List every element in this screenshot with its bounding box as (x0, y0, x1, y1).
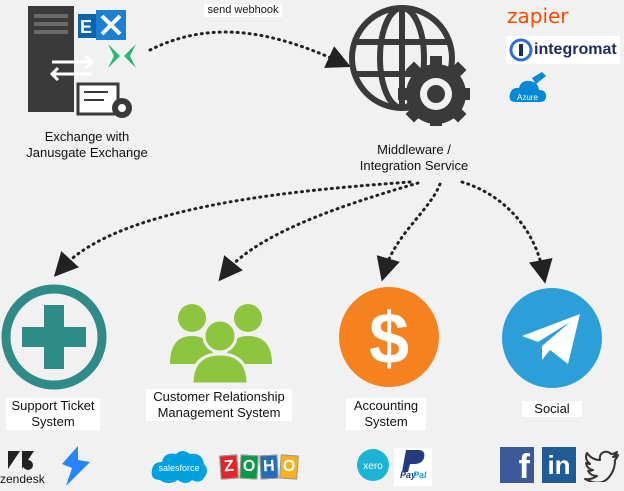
xero-text: xero (363, 461, 383, 472)
facebook-icon: f (518, 448, 530, 483)
exchange-label-line2: Janusgate Exchange (26, 145, 148, 160)
arrow-to-support (53, 180, 412, 277)
social-label: Social (522, 401, 582, 417)
zoho-letter-o2: O (279, 454, 299, 480)
accounting-label-line1: Accounting (353, 398, 419, 413)
middleware-label: Middleware / Integration Service (342, 142, 486, 174)
crm-label: Customer Relationship Management System (146, 389, 292, 421)
azure-cloud-icon (509, 80, 546, 102)
arrow-to-social (460, 180, 553, 284)
webhook-label: send webhook (204, 4, 282, 17)
exchange-label: Exchange with Janusgate Exchange (12, 129, 162, 161)
gear-icon (398, 56, 470, 126)
integromat-icon (509, 38, 533, 62)
accounting-label: Accounting System (346, 398, 426, 430)
support-label-line2: System (31, 414, 75, 429)
jira-logo (62, 446, 90, 486)
middleware-globe-graphic (346, 2, 470, 126)
zoho-logo: Z O H O (219, 454, 299, 480)
medical-cross-icon (22, 305, 86, 369)
support-label-line1: Support Ticket (11, 398, 95, 413)
twitter-bird-icon (584, 450, 619, 482)
salesforce-text: salesforce (158, 463, 199, 473)
crm-label-line2: Management System (157, 405, 281, 420)
integromat-text: integromat (534, 41, 617, 58)
linkedin-icon: in (547, 450, 571, 480)
paypal-text-pay: Pay (400, 470, 417, 480)
integromat-logo: integromat (506, 36, 620, 64)
social-icon (502, 288, 602, 388)
social-label-line1: Social (534, 401, 570, 416)
webhook-arrow (148, 30, 351, 68)
exchange-server-graphic: E (24, 4, 144, 124)
zapier-logo: zapier (507, 4, 569, 28)
telegram-icon (522, 314, 580, 364)
linkedin-logo: in (542, 447, 576, 483)
azure-text: Azure (517, 93, 538, 102)
exchange-arrows-icon (49, 54, 95, 82)
server-tower-icon (28, 6, 74, 112)
middleware-label-line2: Integration Service (359, 158, 469, 173)
zoho-letter-h: H (259, 454, 279, 480)
arrow-to-accounting (376, 182, 442, 282)
paypal-text-pal: Pal (413, 470, 427, 480)
accounting-label-line2: System (364, 414, 408, 429)
support-ticket-label: Support Ticket System (6, 398, 100, 430)
xero-logo: xero (357, 449, 389, 481)
crm-label-line1: Customer Relationship (153, 389, 285, 404)
paypal-icon: Pay Pal (400, 450, 427, 480)
facebook-logo: f (500, 447, 534, 483)
arrow-to-crm (218, 181, 420, 282)
zendesk-logo: zendesk (0, 449, 48, 489)
support-ticket-icon (1, 284, 107, 390)
twitter-logo (584, 450, 619, 482)
zoho-letter-z: Z (219, 454, 239, 480)
azure-pen-icon (532, 72, 546, 84)
salesforce-logo: salesforce (151, 451, 207, 483)
zendesk-text: zendesk (0, 472, 45, 486)
zoho-letter-o1: O (239, 454, 259, 480)
svg-text:E: E (80, 17, 92, 37)
azure-logo: Azure (508, 72, 550, 106)
exchange-logo-icon: E (78, 10, 126, 40)
middleware-label-line1: Middleware / (377, 142, 451, 157)
crm-people-icon (170, 304, 272, 384)
exchange-label-line1: Exchange with (44, 129, 130, 144)
paypal-logo: Pay Pal (394, 448, 432, 486)
dollar-sign-icon: $ (369, 299, 409, 379)
accounting-icon: $ (339, 287, 439, 387)
document-gear-icon (76, 82, 132, 118)
zendesk-icon (8, 451, 34, 470)
janusgate-logo-icon (108, 44, 136, 68)
